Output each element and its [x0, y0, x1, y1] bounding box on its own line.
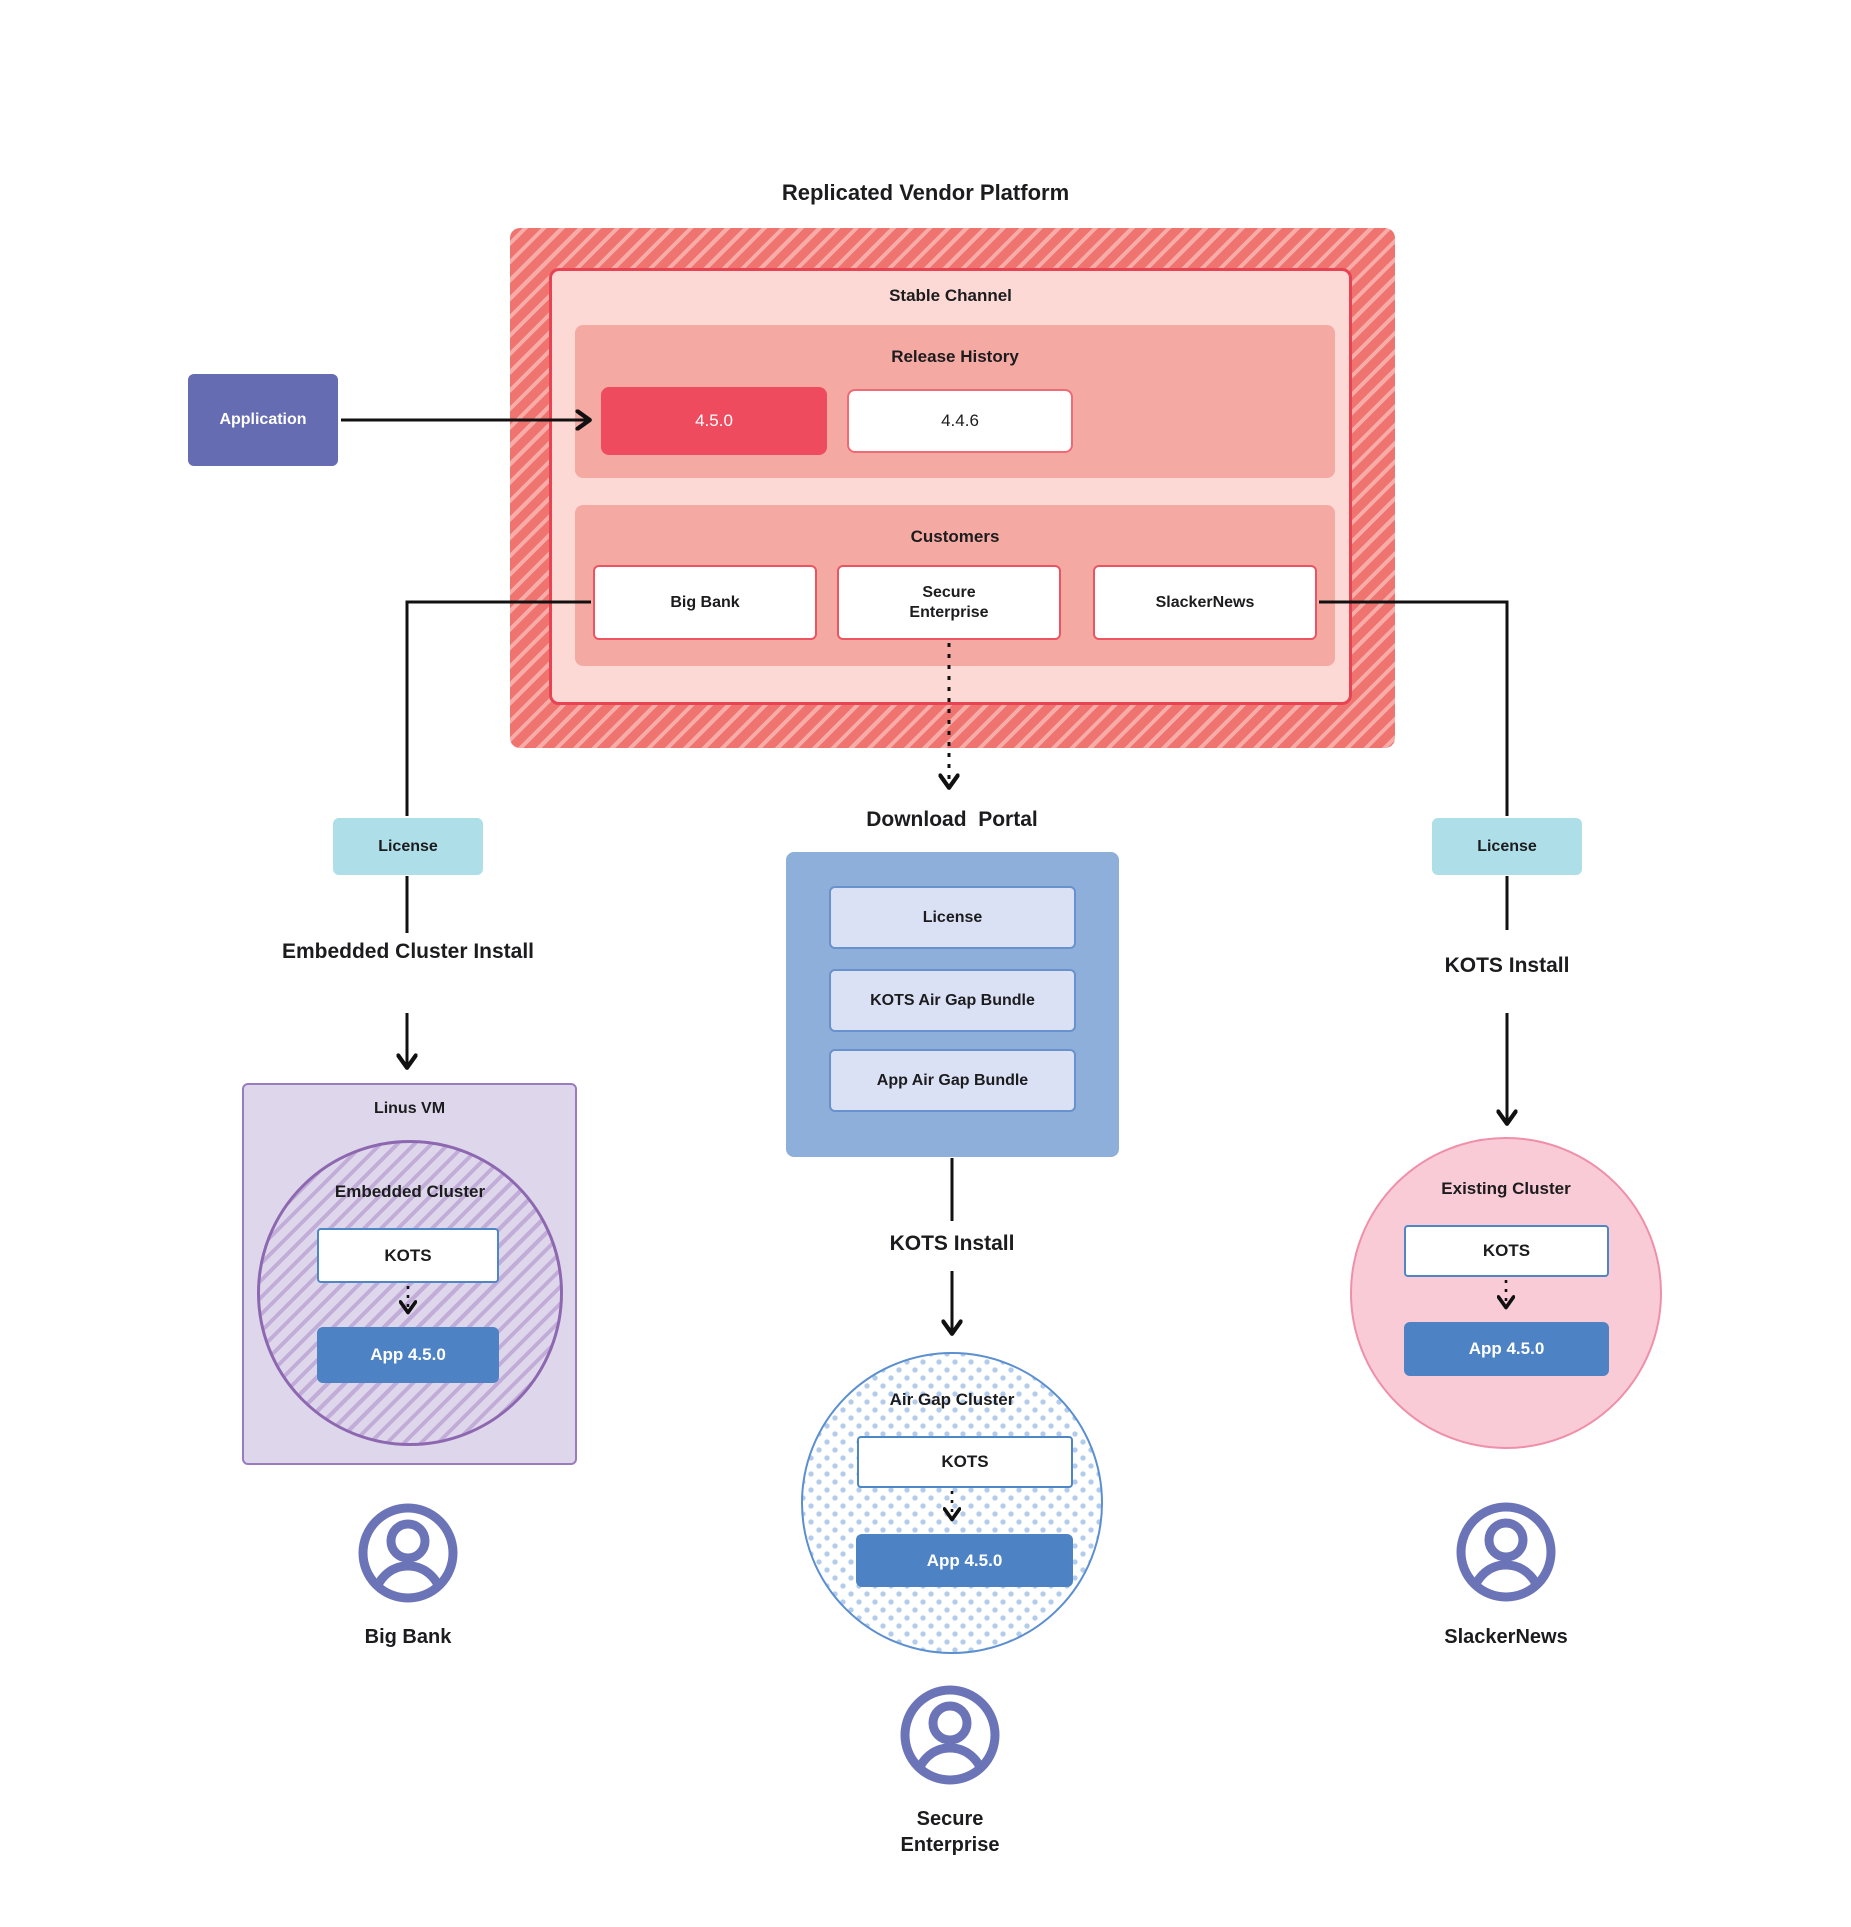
embedded-cluster-install-label: Embedded Cluster Install	[281, 940, 535, 963]
download-portal-panel: License KOTS Air Gap Bundle App Air Gap …	[786, 852, 1119, 1157]
user-label-big-bank: Big Bank	[364, 1626, 452, 1648]
application-box: Application	[188, 374, 338, 466]
kots-install-label-middle: KOTS Install	[889, 1232, 1015, 1255]
embedded-cluster-label: Embedded Cluster	[334, 1182, 486, 1201]
customer-box-slackernews: SlackerNews	[1093, 565, 1317, 640]
customer-box-secure-enterprise: Secure Enterprise	[837, 565, 1061, 640]
kots-box-middle: KOTS	[857, 1436, 1073, 1488]
app-box-right: App 4.5.0	[1404, 1322, 1609, 1376]
release-version-current: 4.5.0	[601, 387, 827, 455]
existing-cluster-label: Existing Cluster	[1441, 1179, 1571, 1198]
kots-install-label-right: KOTS Install	[1444, 954, 1570, 977]
air-gap-cluster-label: Air Gap Cluster	[889, 1390, 1015, 1409]
kots-box-right: KOTS	[1404, 1225, 1609, 1277]
portal-item-kots-airgap-bundle: KOTS Air Gap Bundle	[829, 969, 1076, 1032]
customer-box-big-bank: Big Bank	[593, 565, 817, 640]
user-label-secure-enterprise: Secure Enterprise	[900, 1808, 1000, 1856]
linus-vm-label: Linus VM	[373, 1100, 446, 1117]
release-history-label: Release History	[891, 347, 1019, 366]
portal-item-license: License	[829, 886, 1076, 949]
customers-label: Customers	[910, 527, 1000, 546]
user-icon	[1455, 1501, 1557, 1603]
app-box-left: App 4.5.0	[317, 1327, 499, 1383]
app-box-middle: App 4.5.0	[856, 1534, 1073, 1587]
release-version-previous: 4.4.6	[847, 389, 1073, 453]
download-portal-title: Download Portal	[866, 808, 1038, 831]
user-label-slackernews: SlackerNews	[1444, 1626, 1568, 1648]
user-icon	[899, 1684, 1001, 1786]
embedded-cluster-circle	[257, 1140, 563, 1446]
kots-box-left: KOTS	[317, 1228, 499, 1283]
portal-item-app-airgap-bundle: App Air Gap Bundle	[829, 1049, 1076, 1112]
license-box-right: License	[1432, 818, 1582, 875]
user-icon	[357, 1502, 459, 1604]
license-box-left: License	[333, 818, 483, 875]
stable-channel-label: Stable Channel	[889, 286, 1012, 305]
page-title: Replicated Vendor Platform	[781, 180, 1070, 205]
